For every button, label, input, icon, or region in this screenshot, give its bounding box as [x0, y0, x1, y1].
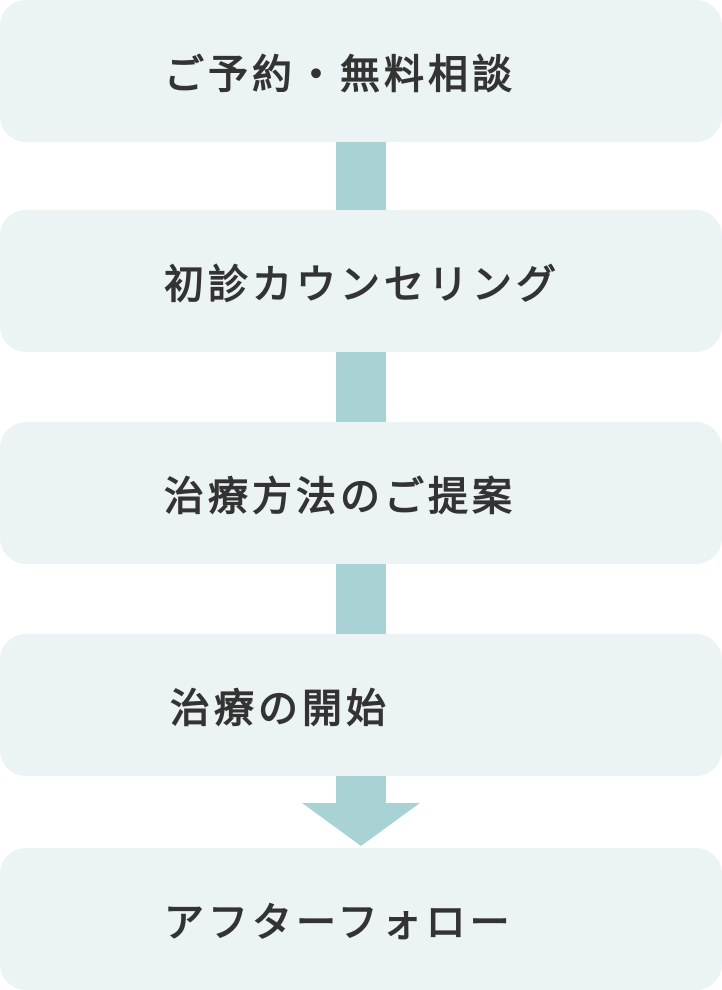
down-arrow-icon	[302, 803, 420, 846]
step-label: アフターフォロー	[164, 900, 514, 946]
arrow-shaft	[336, 776, 386, 804]
step-label: 治療の開始	[170, 686, 390, 732]
step-label: 初診カウンセリング	[164, 262, 560, 308]
step-aftercare: アフターフォロー	[0, 848, 722, 990]
step-treatment-proposal: 治療方法のご提案	[0, 422, 722, 564]
step-initial-counseling: 初診カウンセリング	[0, 210, 722, 352]
step-label: ご予約・無料相談	[164, 52, 516, 98]
connector-line	[336, 564, 386, 634]
step-label: 治療方法のご提案	[164, 474, 516, 520]
connector-line	[336, 142, 386, 210]
connector-line	[336, 352, 386, 422]
step-treatment-start: 治療の開始	[0, 634, 722, 776]
step-reservation-consultation: ご予約・無料相談	[0, 0, 722, 142]
